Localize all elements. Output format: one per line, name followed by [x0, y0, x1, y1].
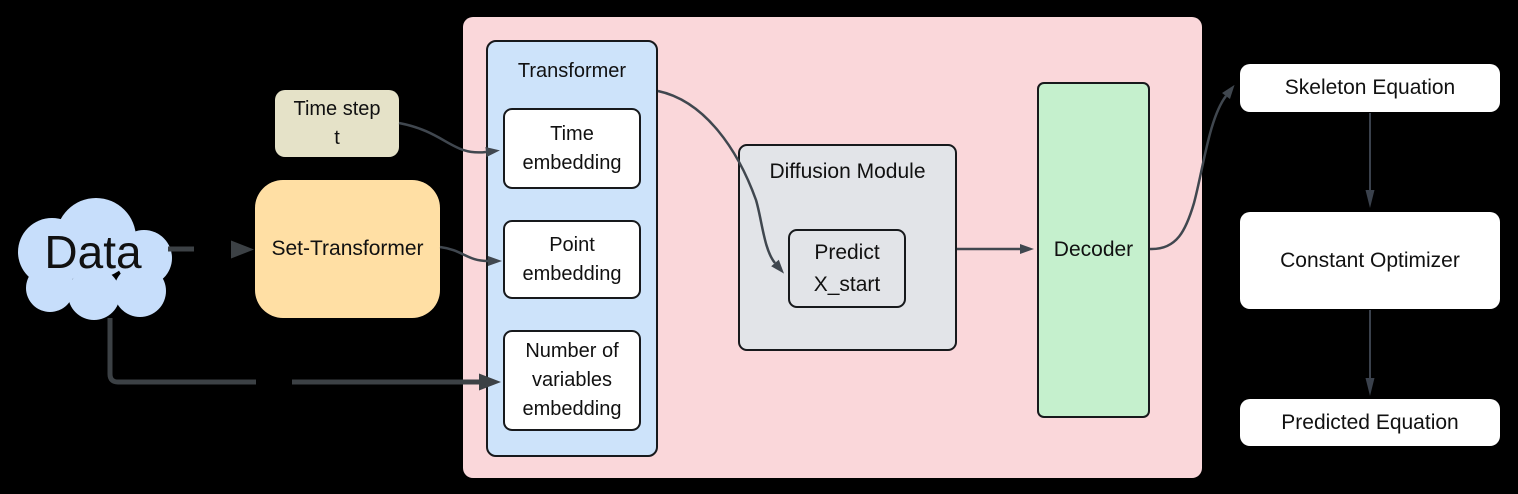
diffusion-module-title: Diffusion Module — [769, 160, 926, 183]
constant-optimizer-node: Constant Optimizer — [1240, 212, 1500, 309]
point-embedding-node: Point embedding — [503, 220, 641, 299]
data-cloud-label: Data — [44, 226, 142, 279]
predict-xstart-node: Predict X_start — [788, 229, 906, 308]
time-embedding-node: Time embedding — [503, 108, 641, 189]
number-of-variables-embedding-node: Number of variables embedding — [503, 330, 641, 431]
transformer-node: Transformer Time embedding Point embeddi… — [486, 40, 658, 457]
predicted-equation-node: Predicted Equation — [1240, 399, 1500, 446]
arrow-data-to-num-variables — [107, 318, 479, 385]
diffusion-module-node: Diffusion Module Predict X_start — [738, 144, 957, 351]
skeleton-equation-node: Skeleton Equation — [1240, 64, 1500, 112]
time-step-node: Time step t — [275, 90, 399, 157]
decoder-node: Decoder — [1037, 82, 1150, 418]
set-transformer-node: Set-Transformer — [255, 180, 440, 318]
arrowhead-data-to-set-transformer — [231, 240, 254, 259]
transformer-title: Transformer — [517, 60, 627, 82]
